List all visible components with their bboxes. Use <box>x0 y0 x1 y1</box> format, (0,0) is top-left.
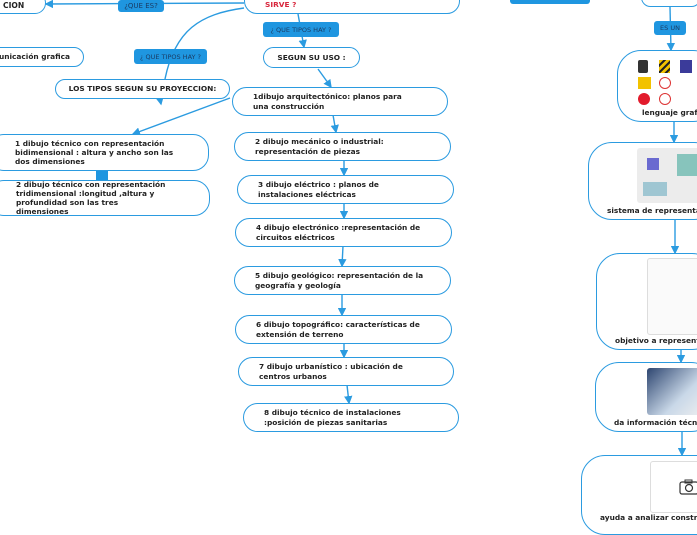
uso-item[interactable]: 4 dibujo electrónico :representación de … <box>235 218 452 247</box>
top-right-node[interactable]: ... <box>641 0 697 7</box>
uso-item[interactable]: 5 dibujo geológico: representación de la… <box>234 266 451 295</box>
connector-handle <box>96 171 108 180</box>
top-left-node[interactable]: CION <box>0 0 46 14</box>
isometric-drawing-image <box>647 258 697 335</box>
uso-item[interactable]: 1dibujo arquitectónico: planos para una … <box>232 87 448 116</box>
central-topic-node[interactable]: SIRVE ? <box>244 0 460 14</box>
proyeccion-item[interactable]: 1 dibujo técnico con representación bidi… <box>0 134 209 171</box>
proyeccion-node[interactable]: LOS TIPOS SEGUN SU PROYECCION: <box>55 79 230 99</box>
lenguaje-grafico-node[interactable]: lenguaje grafi <box>617 50 697 122</box>
image-placeholder <box>650 461 697 513</box>
proyeccion-item[interactable]: 2 dibujo técnico con representación trid… <box>0 180 210 216</box>
uso-item[interactable]: 6 dibujo topográfico: características de… <box>235 315 452 344</box>
connectors <box>44 0 687 457</box>
uso-item[interactable]: 7 dibujo urbanístico : ubicación de cent… <box>238 357 454 386</box>
comunicacion-node[interactable]: unicación grafica <box>0 47 84 67</box>
left-tipos-label[interactable]: ¿ QUE TIPOS HAY ? <box>134 49 207 64</box>
camera-icon <box>679 479 697 495</box>
uso-item[interactable]: 3 dibujo eléctrico : planos de instalaci… <box>237 175 454 204</box>
uso-item[interactable]: 8 dibujo técnico de instalaciones :posic… <box>243 403 459 432</box>
top-right-label[interactable]: ... <box>510 0 590 4</box>
projection-system-image <box>637 148 697 203</box>
office-presentation-photo <box>647 368 697 415</box>
middle-tipos-label[interactable]: ¿ QUE TIPOS HAY ? <box>263 22 339 37</box>
es-un-label[interactable]: ES UN <box>654 21 686 35</box>
que-es-label[interactable]: ¿QUE ES? <box>118 0 164 12</box>
uso-item[interactable]: 2 dibujo mecánico o industrial: represen… <box>234 132 451 161</box>
uso-node[interactable]: SEGUN SU USO : <box>263 47 360 68</box>
traffic-signs-image <box>638 59 693 105</box>
